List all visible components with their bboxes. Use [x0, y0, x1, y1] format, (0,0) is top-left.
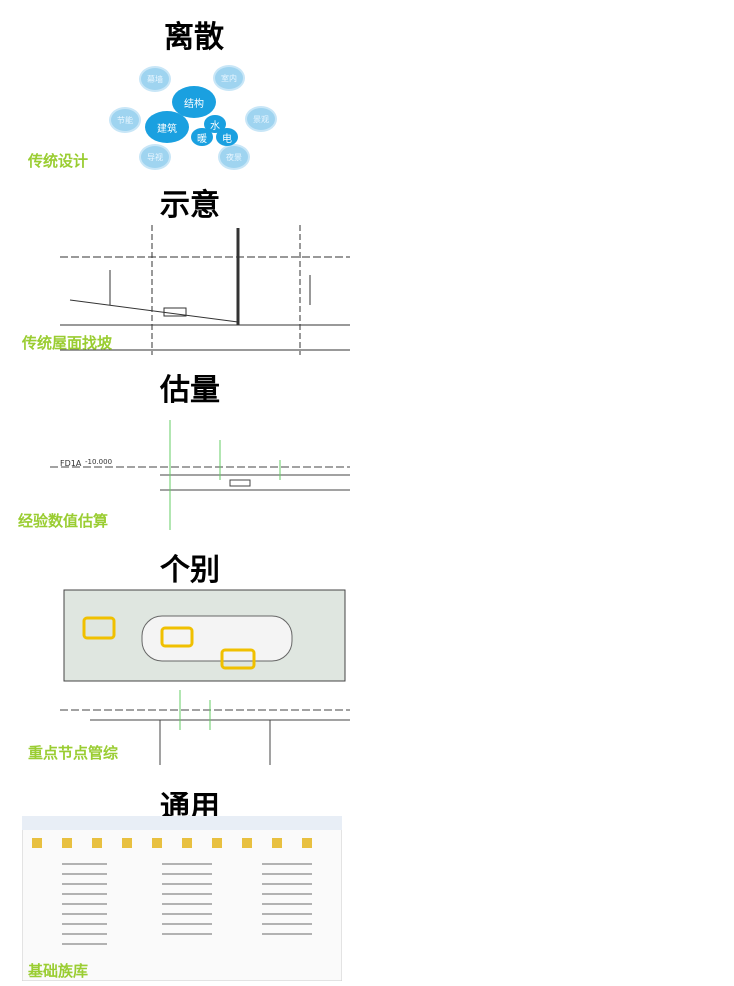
bubble-outer: 室内 — [213, 65, 245, 91]
title-estimate: 估量 — [160, 373, 220, 408]
caption-traditional-design: 传统设计 — [28, 152, 89, 170]
bubble-outer: 节能 — [109, 107, 141, 133]
bubble-outer: 幕墙 — [139, 66, 171, 92]
title-discrete: 离散 — [164, 20, 224, 55]
bubble-core: 电 — [216, 128, 238, 146]
family-library-screenshot — [22, 816, 342, 981]
title-individual: 个别 — [160, 553, 220, 588]
roof-slope-drawing — [60, 225, 350, 355]
caption-base-family-library: 基础族库 — [28, 962, 89, 980]
bubble-outer: 景观 — [245, 106, 277, 132]
pipe-section-drawing: FD1A -10.000 — [50, 420, 350, 530]
elev-value: -10.000 — [85, 458, 112, 466]
elev-label: FD1A — [60, 459, 82, 468]
bubble-core: 结构 — [172, 86, 216, 118]
caption-experience-estimate: 经验数值估算 — [18, 512, 109, 530]
title-schematic: 示意 — [160, 188, 220, 223]
bubble-core: 建筑 — [145, 111, 189, 143]
bubble-outer: 夜景 — [218, 144, 250, 170]
caption-roof-slope: 传统屋面找坡 — [22, 334, 113, 352]
bubble-core: 暖 — [191, 128, 213, 146]
node-section — [60, 690, 350, 765]
caption-key-node: 重点节点管综 — [28, 744, 119, 762]
bubble-outer: 导视 — [139, 144, 171, 170]
floor-plan — [63, 589, 346, 682]
